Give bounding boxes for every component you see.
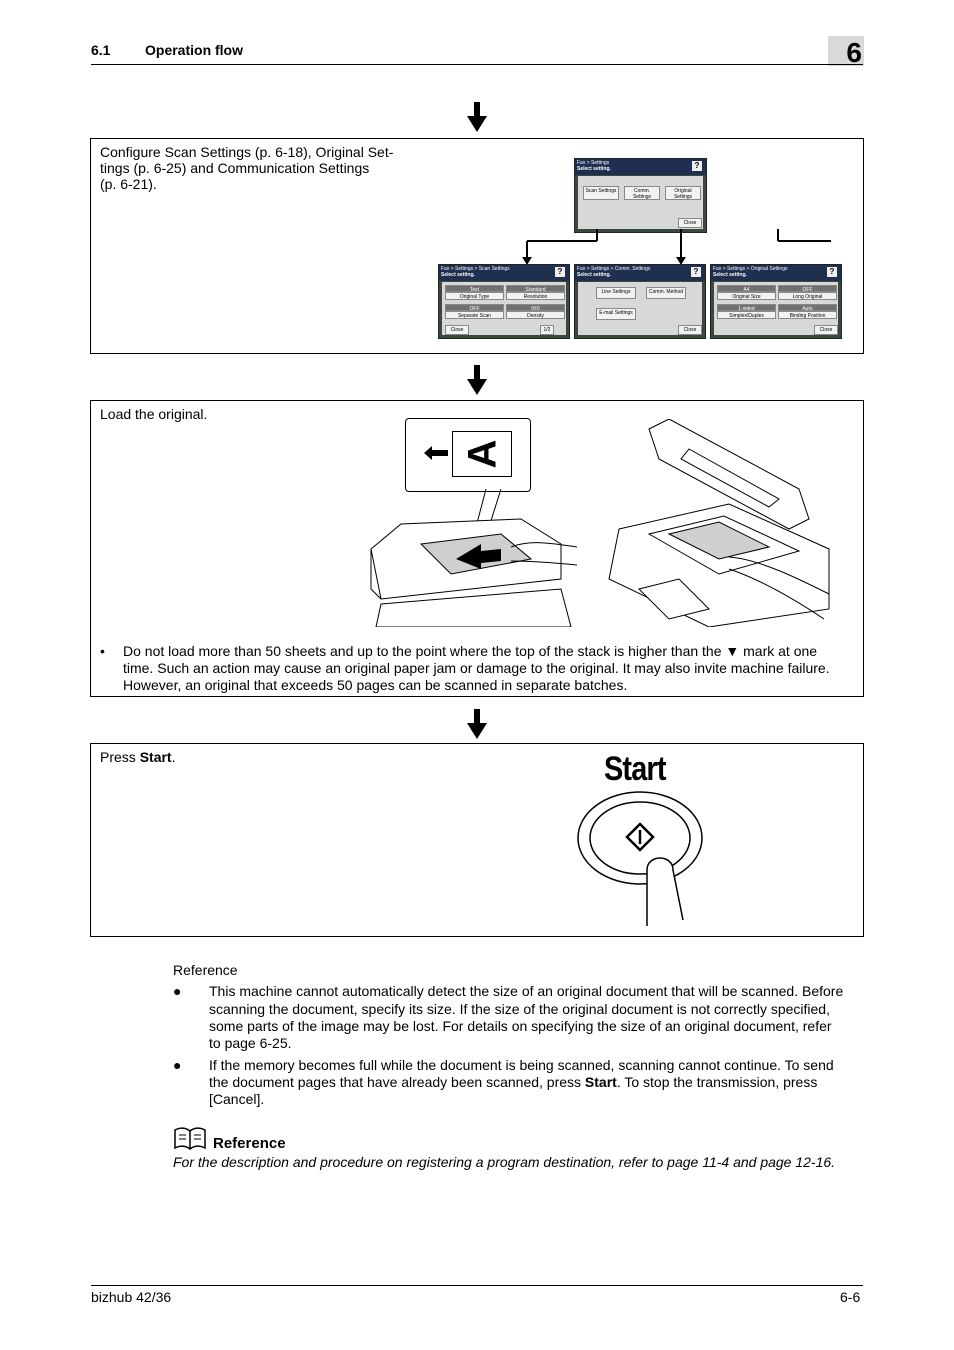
comm-settings-button[interactable]: Comm. Settings	[624, 186, 660, 200]
long-original-value: OFF	[778, 285, 837, 293]
reference-link-text: For the description and procedure on reg…	[173, 1154, 836, 1170]
screen-breadcrumb: Fax > Settings > Original Settings	[713, 266, 788, 272]
line-settings-button[interactable]: Line Settings	[596, 287, 636, 299]
header-rule	[91, 64, 863, 65]
screen-breadcrumb: Fax > Settings > Scan Settings	[441, 266, 510, 272]
close-button[interactable]: Close	[678, 325, 702, 335]
start-label: Start	[604, 750, 666, 788]
reference-text-line: If the memory becomes full while the doc…	[209, 1057, 834, 1073]
step-configure-settings: Configure Scan Settings (p. 6-18), Origi…	[90, 138, 864, 354]
original-size-button[interactable]: Original Size	[717, 292, 776, 300]
step-load-original: Load the original. A • Do not load more …	[90, 400, 864, 697]
original-type-button[interactable]: Original Type	[445, 292, 504, 300]
density-value: 0±0	[506, 304, 565, 312]
page-indicator: 1/2	[540, 325, 554, 335]
binding-position-button[interactable]: Binding Position	[778, 311, 837, 319]
help-button[interactable]: ?	[692, 161, 702, 171]
long-original-button[interactable]: Long Original	[778, 292, 837, 300]
resolution-value: Standard	[506, 285, 565, 293]
screen-title: Select setting.	[441, 272, 475, 278]
step-text: Load the original.	[100, 406, 208, 422]
simplex-duplex-value: 1-sided	[717, 304, 776, 312]
step-text: Press Start.	[100, 749, 176, 765]
reference-text-line: the document pages that have already bee…	[209, 1074, 818, 1090]
screen-breadcrumb: Fax > Settings > Comm. Settings	[577, 266, 651, 272]
density-button[interactable]: Density	[506, 311, 565, 319]
reference-text-line: scanning the document, specify its size.…	[209, 1001, 830, 1017]
screen-title: Select setting.	[577, 166, 611, 172]
separate-scan-value: OFF	[445, 304, 504, 312]
flow-arrow-down-icon	[467, 102, 487, 132]
step-text-line: (p. 6-21).	[100, 176, 157, 192]
reference-text-line: some parts of the image may be lost. For…	[209, 1018, 832, 1034]
glass-loading-illustration	[608, 419, 830, 627]
email-settings-button[interactable]: E-mail Settings	[596, 308, 636, 320]
bullet-dot: •	[100, 643, 105, 659]
original-size-value: A4	[717, 285, 776, 293]
step-text-line: Configure Scan Settings (p. 6-18), Origi…	[100, 144, 394, 160]
footer-rule	[91, 1285, 863, 1286]
simplex-duplex-button[interactable]: Simplex/Duplex	[717, 311, 776, 319]
scan-settings-button[interactable]: Scan Settings	[583, 186, 619, 200]
help-button[interactable]: ?	[691, 267, 701, 277]
close-button[interactable]: Close	[445, 325, 469, 335]
footer-page: 6-6	[840, 1289, 861, 1305]
help-button[interactable]: ?	[827, 267, 837, 277]
book-icon	[174, 1127, 206, 1150]
bullet-text-line: However, an original that exceeds 50 pag…	[123, 677, 628, 693]
chapter-number: 6	[846, 37, 862, 68]
separate-scan-button[interactable]: Separate Scan	[445, 311, 504, 319]
bullet-text-line: time. Such an action may cause an origin…	[123, 660, 830, 676]
arrow-left-icon	[424, 446, 448, 460]
screen-title: Select setting.	[577, 272, 611, 278]
flow-arrow-down-icon	[467, 709, 487, 739]
section-title: Operation flow	[145, 42, 243, 58]
screen-title: Select setting.	[713, 272, 747, 278]
section-number: 6.1	[91, 42, 111, 58]
comm-method-button[interactable]: Comm. Method	[646, 287, 686, 299]
original-type-value: Text	[445, 285, 504, 293]
bullet-text-line: Do not load more than 50 sheets and up t…	[123, 643, 818, 659]
help-button[interactable]: ?	[555, 267, 565, 277]
footer-model: bizhub 42/36	[91, 1289, 172, 1305]
original-letter: A	[459, 439, 504, 469]
reference-heading: Reference	[173, 962, 238, 978]
adf-loading-illustration	[370, 489, 577, 627]
reference-link-heading: Reference	[213, 1135, 286, 1152]
orientation-inset: A	[405, 418, 531, 492]
close-button[interactable]: Close	[678, 218, 702, 228]
step-press-start: Press Start. Start	[90, 743, 864, 937]
screen-breadcrumb: Fax > Settings	[577, 160, 610, 166]
reference-text-line: This machine cannot automatically detect…	[209, 983, 844, 999]
binding-position-value: Auto	[778, 304, 837, 312]
connector-lines	[522, 229, 831, 265]
start-button-illustration[interactable]	[575, 790, 705, 930]
reference-text-line: to page 6-25.	[209, 1035, 292, 1051]
step-text-line: tings (p. 6-25) and Communication Settin…	[100, 160, 370, 176]
flow-arrow-down-icon	[467, 365, 487, 395]
reference-text-line: [Cancel].	[209, 1091, 265, 1107]
bullet-dot: ●	[173, 983, 182, 999]
close-button[interactable]: Close	[814, 325, 838, 335]
resolution-button[interactable]: Resolution	[506, 292, 565, 300]
original-settings-button[interactable]: Original Settings	[665, 186, 701, 200]
chapter-tab	[828, 36, 864, 66]
bullet-dot: ●	[173, 1057, 182, 1073]
